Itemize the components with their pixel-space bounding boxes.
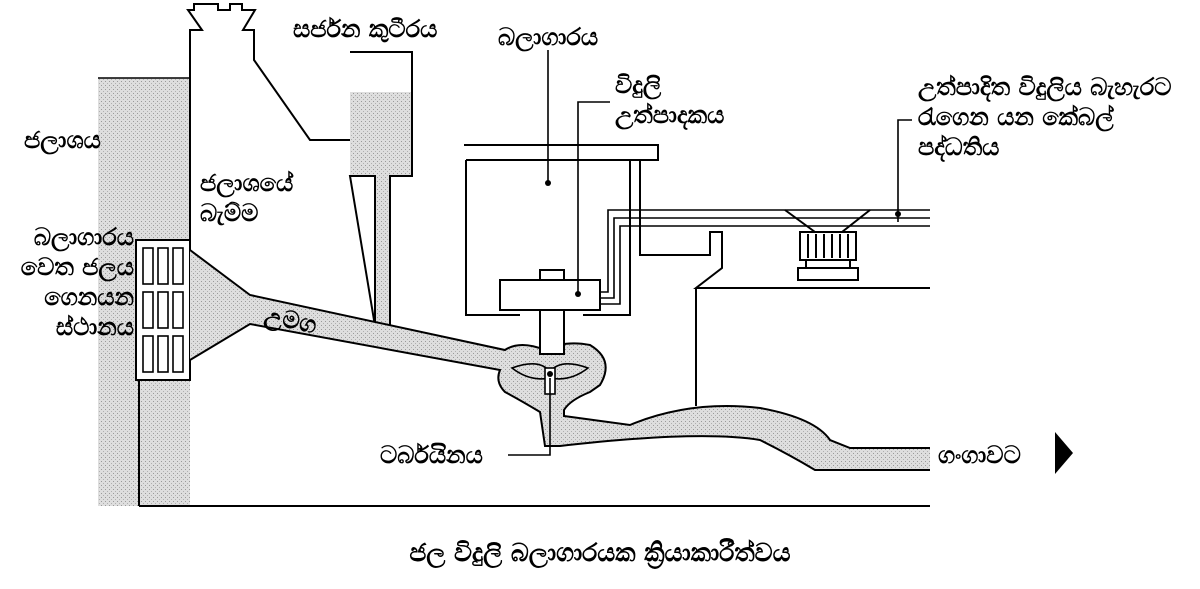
surge-chamber-label: සර්ජන කුටීරය (293, 15, 438, 43)
diagram-caption: ජල විදුලි බලාගාරයක ක්‍රියාකාරීත්වය (409, 538, 791, 567)
surge-chamber-water (350, 92, 412, 330)
cable-pointer-dot (895, 211, 901, 217)
powerhouse-label: බලාගාරය (498, 23, 599, 51)
generator-shaft (539, 309, 565, 355)
leader-lines (508, 50, 912, 456)
generator-body (499, 279, 601, 311)
intake-grates (142, 247, 184, 373)
turbine-label: ටර්බයිනය (380, 441, 483, 469)
reservoir-label: ජලාශය (24, 126, 101, 154)
powerhouse-pointer-dot (545, 180, 551, 186)
cable-lines (600, 209, 930, 305)
generator-cap (539, 269, 565, 281)
surge-chamber-outline (348, 51, 413, 330)
generator-label: විදුලි උත්පාදකය (615, 71, 725, 129)
powerhouse-outline (464, 144, 930, 406)
outflow-label: ගංගාවට (938, 441, 1021, 469)
intake-label: බලාගාරය වෙත ජලය ගෙනයන ස්ථානය (20, 223, 134, 341)
transformer (784, 209, 871, 281)
dam-label: ජලාශයේ බැම්ම (200, 169, 294, 227)
tunnel-water (190, 250, 930, 470)
intake-block (135, 239, 191, 381)
turbine-runner (510, 363, 590, 380)
outflow-arrow-icon (1055, 432, 1073, 474)
turbine-pointer-dot (547, 371, 553, 377)
transmission-label: උත්පාදිත විදුලිය බැහැරට රැගෙන යන කේබල් ප… (918, 73, 1172, 161)
